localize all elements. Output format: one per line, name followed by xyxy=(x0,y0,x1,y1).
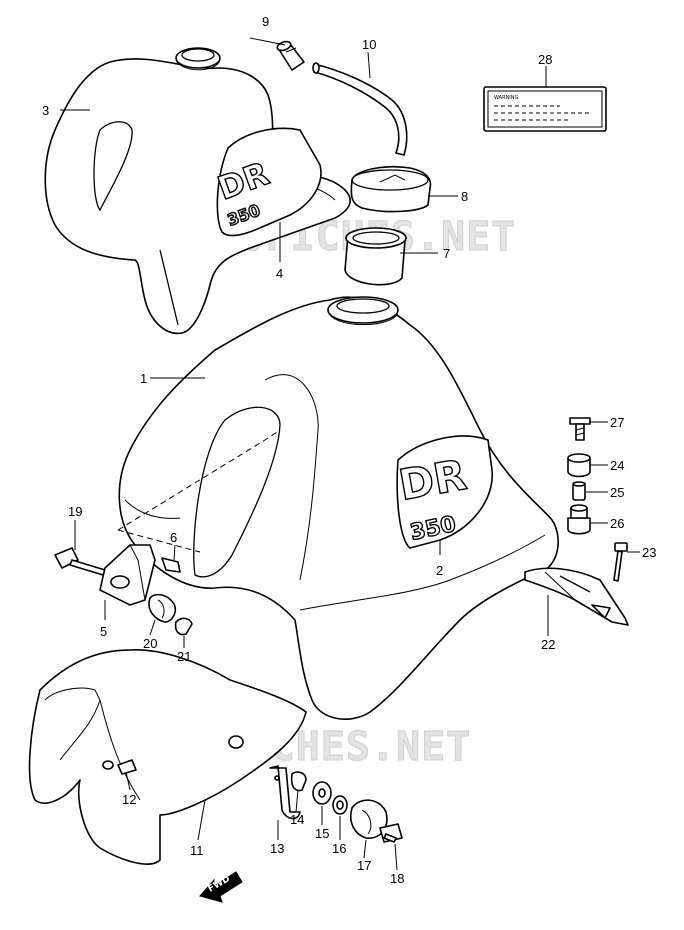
collar-14 xyxy=(290,771,307,792)
washer-15 xyxy=(312,781,332,805)
leader-lines xyxy=(60,37,640,871)
callout-21: 21 xyxy=(177,649,191,664)
tank-shroud xyxy=(28,649,307,865)
callout-22: 22 xyxy=(541,637,555,652)
collar-24 xyxy=(567,453,591,478)
callout-12: 12 xyxy=(122,792,136,807)
callout-labels: 1 2 3 4 5 6 7 8 9 10 11 12 13 14 15 16 1… xyxy=(42,14,656,886)
clamp-13 xyxy=(269,765,301,820)
cap-ring xyxy=(344,227,407,286)
screw-12 xyxy=(117,759,137,775)
mount-bracket xyxy=(99,544,156,606)
bushing-25 xyxy=(572,481,586,501)
callout-2: 2 xyxy=(436,563,443,578)
fwd-arrow-icon: FWD xyxy=(199,871,243,903)
callout-6: 6 xyxy=(170,530,177,545)
tank-bracket xyxy=(524,567,629,626)
callout-10: 10 xyxy=(362,37,376,52)
breather-hose xyxy=(312,62,408,156)
callout-1: 1 xyxy=(140,371,147,386)
callout-15: 15 xyxy=(315,826,329,841)
callout-24: 24 xyxy=(610,458,624,473)
label-placard: WARNING xyxy=(483,86,607,132)
callout-23: 23 xyxy=(642,545,656,560)
callout-11: 11 xyxy=(190,843,204,858)
callout-8: 8 xyxy=(461,189,468,204)
callout-5: 5 xyxy=(100,624,107,639)
bolt-23 xyxy=(613,542,628,582)
fuel-cap xyxy=(350,165,432,213)
callout-27: 27 xyxy=(610,415,624,430)
callout-17: 17 xyxy=(357,858,371,873)
callout-13: 13 xyxy=(270,841,284,856)
callout-26: 26 xyxy=(610,516,624,531)
bolt-6 xyxy=(161,557,181,573)
placard-title: WARNING xyxy=(494,95,519,101)
callout-7: 7 xyxy=(443,246,450,261)
callout-3: 3 xyxy=(42,103,49,118)
hose-fitting xyxy=(276,40,305,71)
bolt-18 xyxy=(379,823,403,843)
callout-20: 20 xyxy=(143,636,157,651)
callout-16: 16 xyxy=(332,841,346,856)
cushion-20 xyxy=(148,593,177,623)
callout-19: 19 xyxy=(68,504,82,519)
callout-18: 18 xyxy=(390,871,404,886)
callout-28: 28 xyxy=(538,52,552,67)
main-decal-letters: DR xyxy=(395,450,470,510)
bolt-19 xyxy=(54,547,106,576)
collar-21 xyxy=(174,617,193,636)
callout-25: 25 xyxy=(610,485,624,500)
callout-9: 9 xyxy=(262,14,269,29)
nut-16 xyxy=(332,795,348,815)
damper-26 xyxy=(567,504,591,535)
callout-14: 14 xyxy=(290,812,304,827)
bolt-27 xyxy=(569,417,591,441)
callout-4: 4 xyxy=(276,266,283,281)
fuel-tank-upper: DR 350 xyxy=(44,47,351,335)
fuel-tank-main: DR 350 xyxy=(117,296,559,720)
